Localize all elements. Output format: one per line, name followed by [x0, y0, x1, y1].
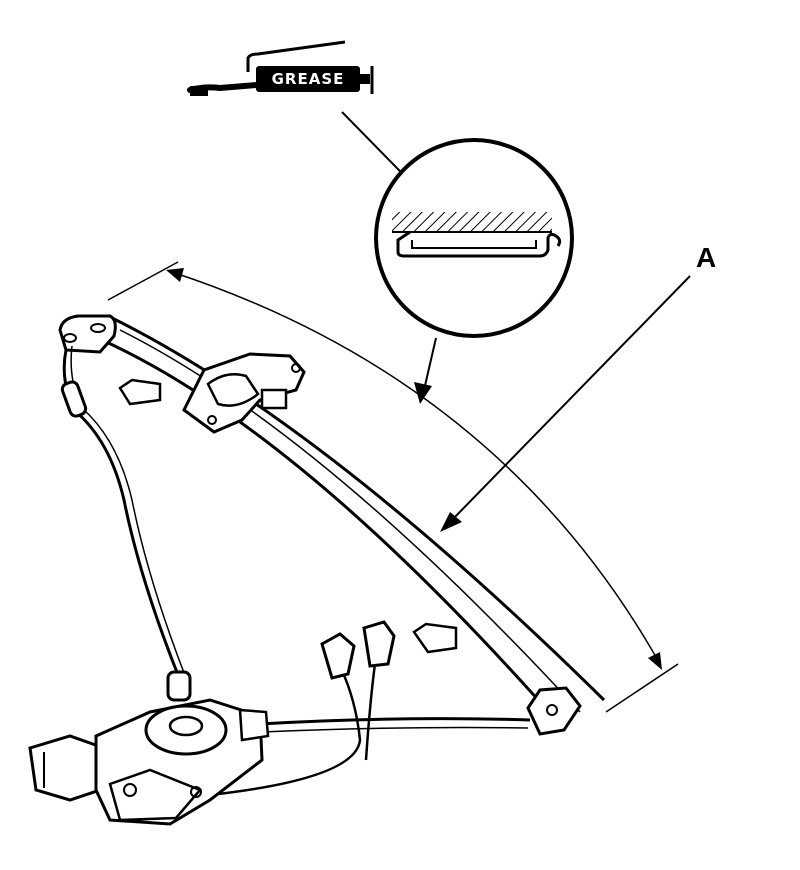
- lower-pulley-bracket: [526, 686, 582, 736]
- detail-pointer-arrow: [414, 337, 437, 404]
- callout-a-label: A: [696, 242, 717, 273]
- callout-a-leader: [440, 275, 691, 532]
- electrical-connector: [320, 620, 396, 680]
- dimension-line: [107, 261, 679, 713]
- regulator-motor: [28, 670, 270, 826]
- glass-carrier-bracket: [182, 352, 306, 434]
- grease-tube-icon: [187, 40, 374, 96]
- grease-label: GREASE: [271, 70, 345, 88]
- cable-sleeve: [60, 380, 88, 418]
- upper-pulley-bracket: [58, 314, 117, 354]
- rail-mounting-tab: [118, 378, 458, 654]
- regulator-rail: [101, 314, 606, 721]
- detail-magnifier: [374, 138, 574, 338]
